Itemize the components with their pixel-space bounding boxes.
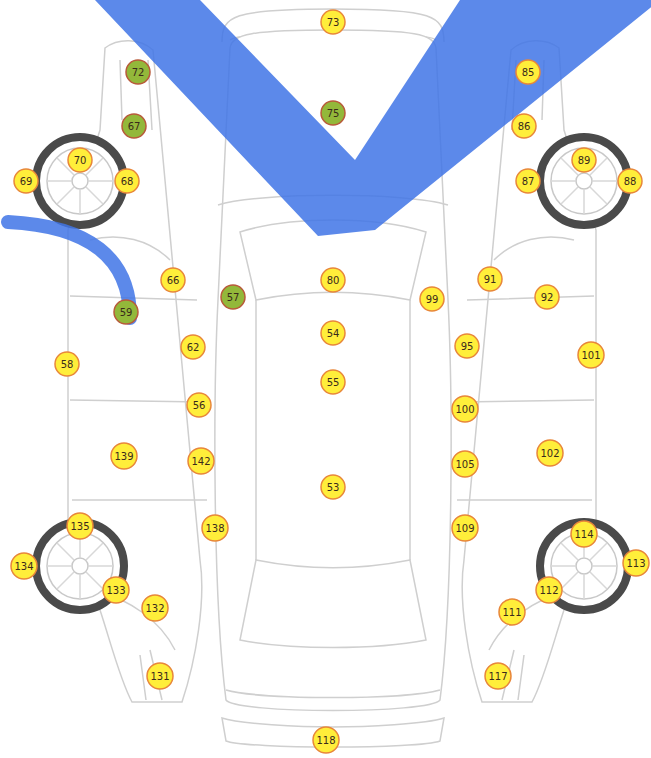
callout-circle: 132 — [141, 594, 169, 622]
callout-number: 101 — [581, 350, 600, 361]
callout-number: 80 — [327, 275, 340, 286]
callout-circle: 134 — [10, 552, 38, 580]
callout-number: 138 — [205, 523, 224, 534]
callout-circle: 54 — [320, 320, 346, 346]
callout-number: 91 — [484, 274, 497, 285]
callout-circle: 111 — [498, 598, 526, 626]
callout-number: 55 — [327, 377, 340, 388]
callout-number: 58 — [61, 359, 74, 370]
callout-number: 75 — [327, 108, 340, 119]
callout-number: 68 — [121, 176, 134, 187]
callout-circle: 87 — [515, 168, 541, 194]
callout-circle: 135 — [66, 512, 94, 540]
callout-circle: 102 — [536, 439, 564, 467]
callout-circle: 117 — [484, 662, 512, 690]
callout-number: 56 — [193, 400, 206, 411]
callout-number: 102 — [540, 448, 559, 459]
callout-number: 142 — [191, 456, 210, 467]
callout-number: 72 — [132, 67, 145, 78]
callout-circle: 133 — [102, 576, 130, 604]
callout-number: 70 — [74, 155, 87, 166]
callout-circle: 85 — [515, 59, 541, 85]
callout-circle: 100 — [451, 395, 479, 423]
callout-number: 131 — [150, 671, 169, 682]
callout-number: 117 — [488, 671, 507, 682]
callout-circle: 75 — [320, 100, 346, 126]
callout-number: 139 — [114, 451, 133, 462]
callout-number: 86 — [518, 121, 531, 132]
callout-number: 67 — [128, 121, 141, 132]
callout-number: 62 — [187, 342, 200, 353]
callout-circle: 89 — [571, 147, 597, 173]
callout-number: 100 — [455, 404, 474, 415]
callout-number: 105 — [455, 459, 474, 470]
callout-number: 113 — [626, 558, 645, 569]
callout-circle: 95 — [454, 333, 480, 359]
callout-circle: 55 — [320, 369, 346, 395]
callout-number: 118 — [316, 735, 335, 746]
callout-number: 69 — [20, 176, 33, 187]
callout-number: 99 — [426, 294, 439, 305]
callout-number: 73 — [327, 17, 340, 28]
callout-circle: 59 — [113, 299, 139, 325]
callout-circle: 112 — [535, 576, 563, 604]
callout-circle: 92 — [534, 284, 560, 310]
callout-number: 109 — [455, 523, 474, 534]
callout-number: 88 — [624, 176, 637, 187]
callout-circle: 118 — [312, 726, 340, 754]
callout-number: 133 — [106, 585, 125, 596]
callout-circle: 56 — [186, 392, 212, 418]
callout-circle: 57 — [220, 284, 246, 310]
callout-circle: 91 — [477, 266, 503, 292]
callout-number: 57 — [227, 292, 240, 303]
callout-circle: 114 — [570, 520, 598, 548]
callout-circle: 69 — [13, 168, 39, 194]
callout-circle: 109 — [451, 514, 479, 542]
callout-circle: 62 — [180, 334, 206, 360]
callout-circle: 131 — [146, 662, 174, 690]
callout-circle: 80 — [320, 267, 346, 293]
callout-circle: 142 — [187, 447, 215, 475]
callout-circle: 68 — [114, 168, 140, 194]
callout-circle: 99 — [419, 286, 445, 312]
callout-number: 92 — [541, 292, 554, 303]
callout-number: 53 — [327, 482, 340, 493]
callout-circle: 53 — [320, 474, 346, 500]
callout-number: 112 — [539, 585, 558, 596]
callout-number: 111 — [502, 607, 521, 618]
callout-number: 114 — [574, 529, 593, 540]
callout-circle: 58 — [54, 351, 80, 377]
callout-circle: 139 — [110, 442, 138, 470]
callout-circle: 105 — [451, 450, 479, 478]
callout-circle: 86 — [511, 113, 537, 139]
callout-circle: 73 — [320, 9, 346, 35]
callout-number: 135 — [70, 521, 89, 532]
callout-circle: 70 — [67, 147, 93, 173]
callout-circle: 101 — [577, 341, 605, 369]
callout-circle: 113 — [622, 549, 650, 577]
callout-number: 89 — [578, 155, 591, 166]
callout-number: 132 — [145, 603, 164, 614]
callout-number: 85 — [522, 67, 535, 78]
callout-number: 54 — [327, 328, 340, 339]
callout-circle: 66 — [160, 267, 186, 293]
callout-circle: 138 — [201, 514, 229, 542]
callout-number: 59 — [120, 307, 133, 318]
callout-number: 95 — [461, 341, 474, 352]
callout-circle: 88 — [617, 168, 643, 194]
callout-circle: 67 — [121, 113, 147, 139]
callout-number: 134 — [14, 561, 33, 572]
callout-number: 66 — [167, 275, 180, 286]
callout-circle: 72 — [125, 59, 151, 85]
callout-number: 87 — [522, 176, 535, 187]
